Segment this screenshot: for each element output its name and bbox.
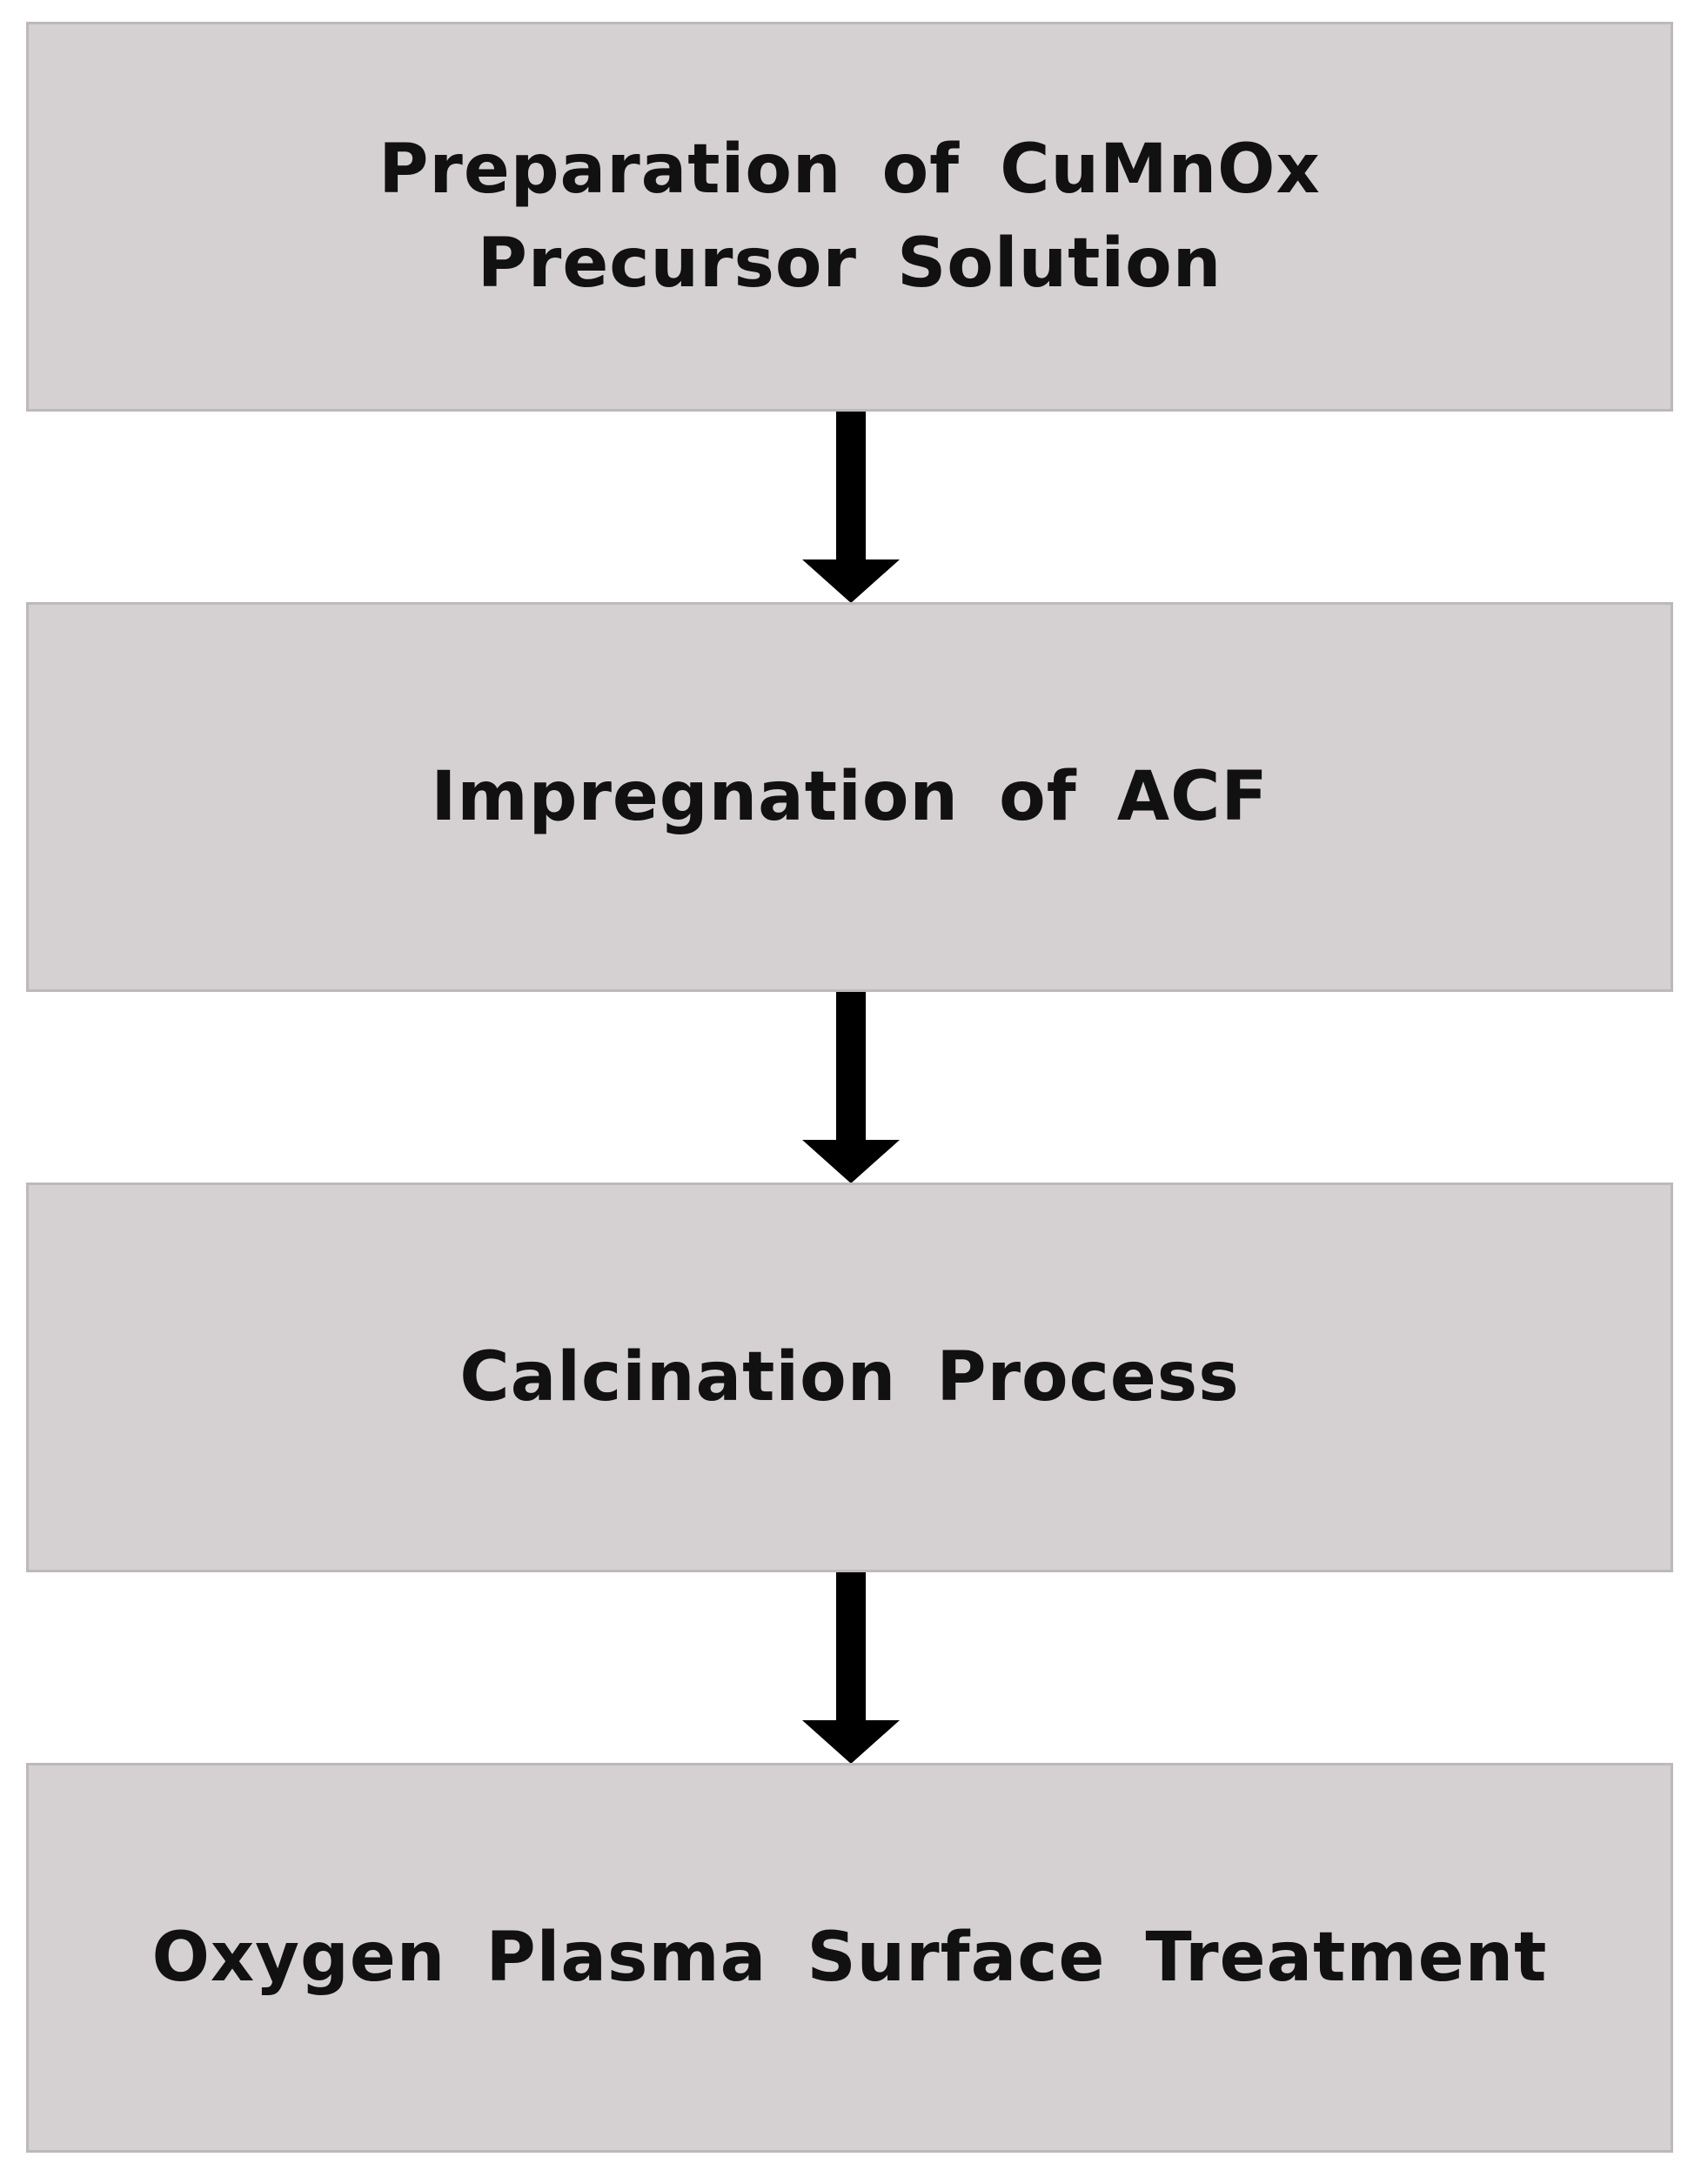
step-box-precursor-preparation: Preparation of CuMnOx Precursor Solution	[26, 22, 1673, 412]
step-label: Calcination Process	[459, 1330, 1239, 1424]
step-label-line: Preparation of CuMnOx	[378, 131, 1321, 209]
step-label-line: Precursor Solution	[477, 224, 1222, 303]
step-box-acf-impregnation: Impregnation of ACF	[26, 602, 1673, 992]
step-label-line: Oxygen Plasma Surface Treatment	[151, 1919, 1548, 1997]
step-label: Impregnation of ACF	[431, 750, 1268, 844]
step-label: Preparation of CuMnOx Precursor Solution	[378, 123, 1321, 311]
down-arrow-icon	[802, 992, 900, 1183]
step-label-line: Impregnation of ACF	[431, 758, 1269, 836]
down-arrow-icon	[802, 412, 900, 603]
step-box-oxygen-plasma-treatment: Oxygen Plasma Surface Treatment	[26, 1763, 1673, 2153]
step-label: Oxygen Plasma Surface Treatment	[152, 1911, 1548, 2005]
step-label-line: Calcination Process	[459, 1338, 1240, 1417]
down-arrow-icon	[802, 1572, 900, 1764]
step-box-calcination: Calcination Process	[26, 1182, 1673, 1572]
